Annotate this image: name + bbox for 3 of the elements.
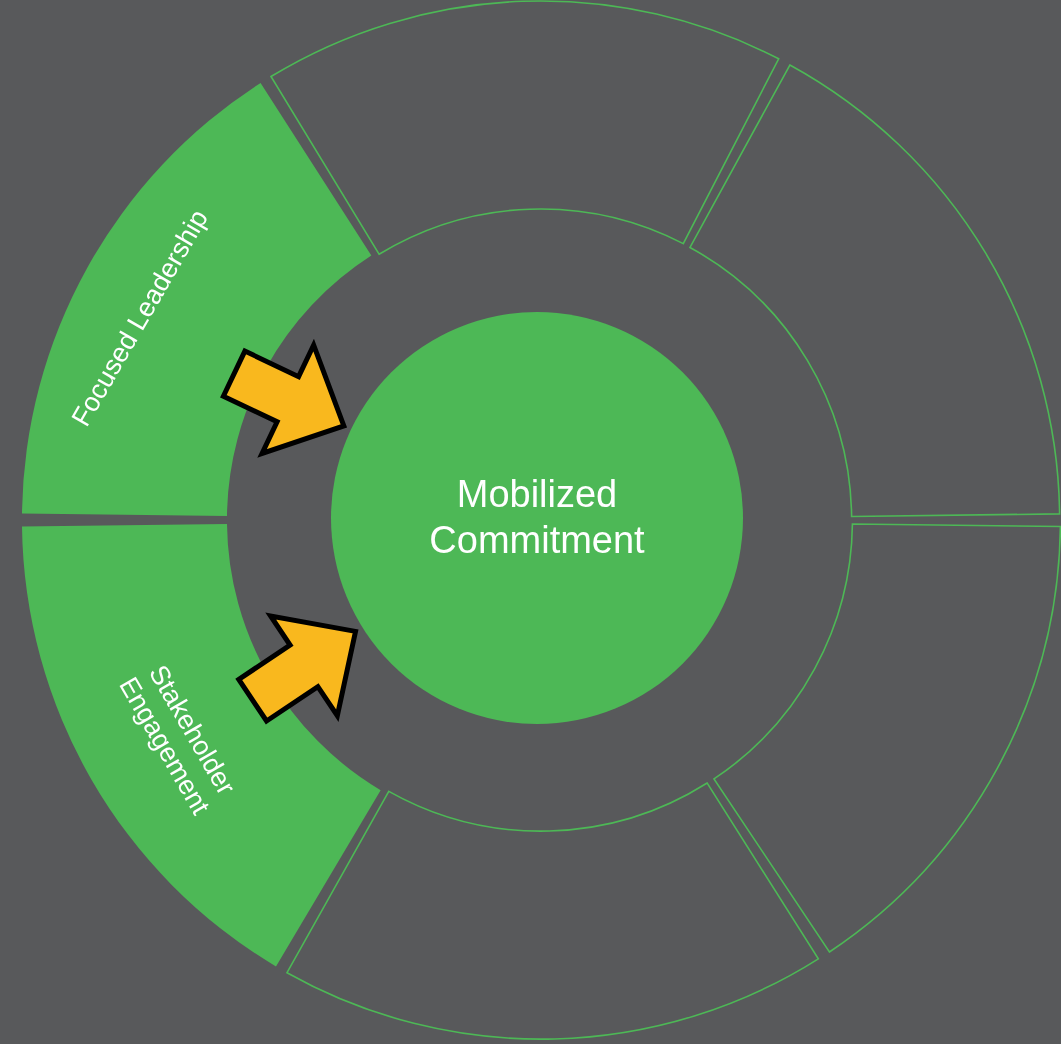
block-arrow: [220, 338, 348, 458]
block-arrow: [235, 612, 359, 725]
center-label: Mobilized Commitment: [428, 472, 646, 563]
